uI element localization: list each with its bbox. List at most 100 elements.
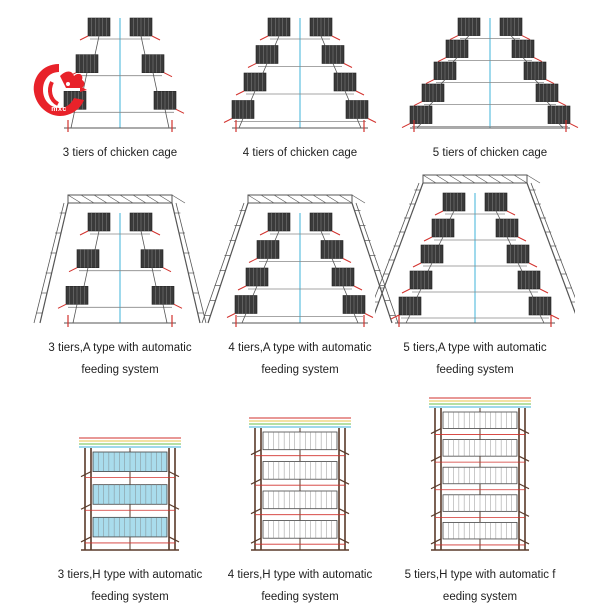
egg-tray-right [364,313,374,318]
egg-tray-right [338,449,350,456]
egg-tray-right [550,314,560,320]
support-strut [558,123,564,129]
support-strut [464,35,470,41]
cage-diagram-5-tiers-a-type [375,174,575,327]
egg-tray-right [533,57,543,63]
truss-brace [435,174,450,184]
caption-4-tiers-a-type: 4 tiers,A type with automatic feeding sy… [200,337,400,381]
cage-diagram-4-tiers-h-type [249,417,351,551]
caption-line: 5 tiers,H type with automatic f [404,569,556,581]
egg-tray-right [151,230,161,236]
egg-tray-left [449,35,459,41]
egg-tray-left [248,258,258,263]
truss-brace [80,194,95,204]
right-frame [171,202,201,324]
caption-3-tiers-a-type: 3 tiers,A type with automatic feeding sy… [20,337,220,381]
caption-3-tiers: 3 tiers of chicken cage [20,142,220,164]
truss-brace [422,174,437,184]
truss-brace [351,194,366,204]
caption-line: feeding system [91,591,169,603]
support-strut [140,35,146,55]
right-frame-outer [530,182,575,299]
egg-tray-right [338,478,350,485]
egg-tray-right [343,63,353,68]
caption-4-tiers-h-type: 4 tiers,H type with automatic feeding sy… [200,564,400,608]
right-frame [526,182,575,314]
support-strut [250,90,256,101]
cage-diagram-5-tiers [401,17,579,132]
support-strut [534,79,540,85]
caption-line: 3 tiers of chicken cage [62,147,178,159]
egg-tray-right [518,428,530,435]
egg-tray-right [151,35,161,41]
support-strut [331,258,337,269]
caption-line: 5 tiers,A type with automatic [403,342,547,354]
caption-line: feeding system [436,364,514,376]
egg-tray-left [223,118,233,123]
support-strut [546,101,552,107]
egg-tray-left [413,101,423,107]
egg-tray-left [79,230,89,236]
egg-tray-right [528,262,538,268]
support-strut [72,304,78,324]
caption-line: eeding system [442,591,518,603]
egg-tray-right [168,536,180,543]
truss-brace [132,194,147,204]
egg-tray-left [390,314,400,320]
support-strut [440,79,446,85]
left-frame [207,202,249,324]
support-strut [162,304,168,324]
support-strut [151,267,157,287]
egg-tray-left [401,123,411,129]
support-strut [342,285,348,296]
right-frame-outer [175,202,207,324]
caption-4-tiers: 4 tiers of chicken cage [200,142,400,164]
support-strut [506,236,512,246]
egg-tray-right [162,267,172,273]
support-strut [438,236,444,246]
egg-tray-left [425,79,435,85]
cage-diagram-4-tiers [223,17,377,132]
egg-tray-right [518,455,530,462]
truss-brace [448,174,463,184]
support-strut [416,123,422,129]
feeder-truss [67,194,173,204]
egg-tray-left [79,35,89,41]
caption-3-tiers-h-type: 3 tiers,H type with automatic feeding sy… [30,564,230,608]
egg-tray-left [430,455,442,462]
egg-tray-left [430,538,442,545]
cage-diagram-4-tiers-a-type [201,194,399,327]
truss-brace [119,194,134,204]
egg-tray-right [367,118,377,123]
caption-line: 4 tiers,A type with automatic [228,342,372,354]
caption-line: 3 tiers,A type with automatic [48,342,192,354]
truss-brace [526,174,541,184]
support-strut [427,262,433,272]
support-strut [495,210,501,220]
left-frame-outer [201,202,245,324]
caption-5-tiers-h-type: 5 tiers,H type with automatic f eeding s… [380,564,580,608]
truss-brace [312,194,327,204]
support-strut [164,109,170,129]
support-strut [262,63,268,74]
support-strut [449,210,455,220]
egg-tray-right [569,123,579,129]
egg-tray-left [401,288,411,294]
support-strut [238,118,244,129]
egg-tray-right [338,508,350,515]
truss-brace [325,194,340,204]
caption-5-tiers: 5 tiers of chicken cage [390,142,590,164]
cage-diagram-3-tiers-h-type [79,437,181,551]
support-strut [416,288,422,298]
egg-tray-left [430,428,442,435]
truss-brace [299,194,314,204]
egg-tray-left [237,285,247,291]
egg-tray-right [338,537,350,544]
truss-brace [461,174,476,184]
egg-tray-left [80,536,92,543]
support-strut [332,63,338,74]
cage-diagram-5-tiers-h-type [429,397,531,551]
caption-line: 3 tiers,H type with automatic [57,569,203,581]
right-frame [351,202,393,324]
support-strut [356,118,362,129]
